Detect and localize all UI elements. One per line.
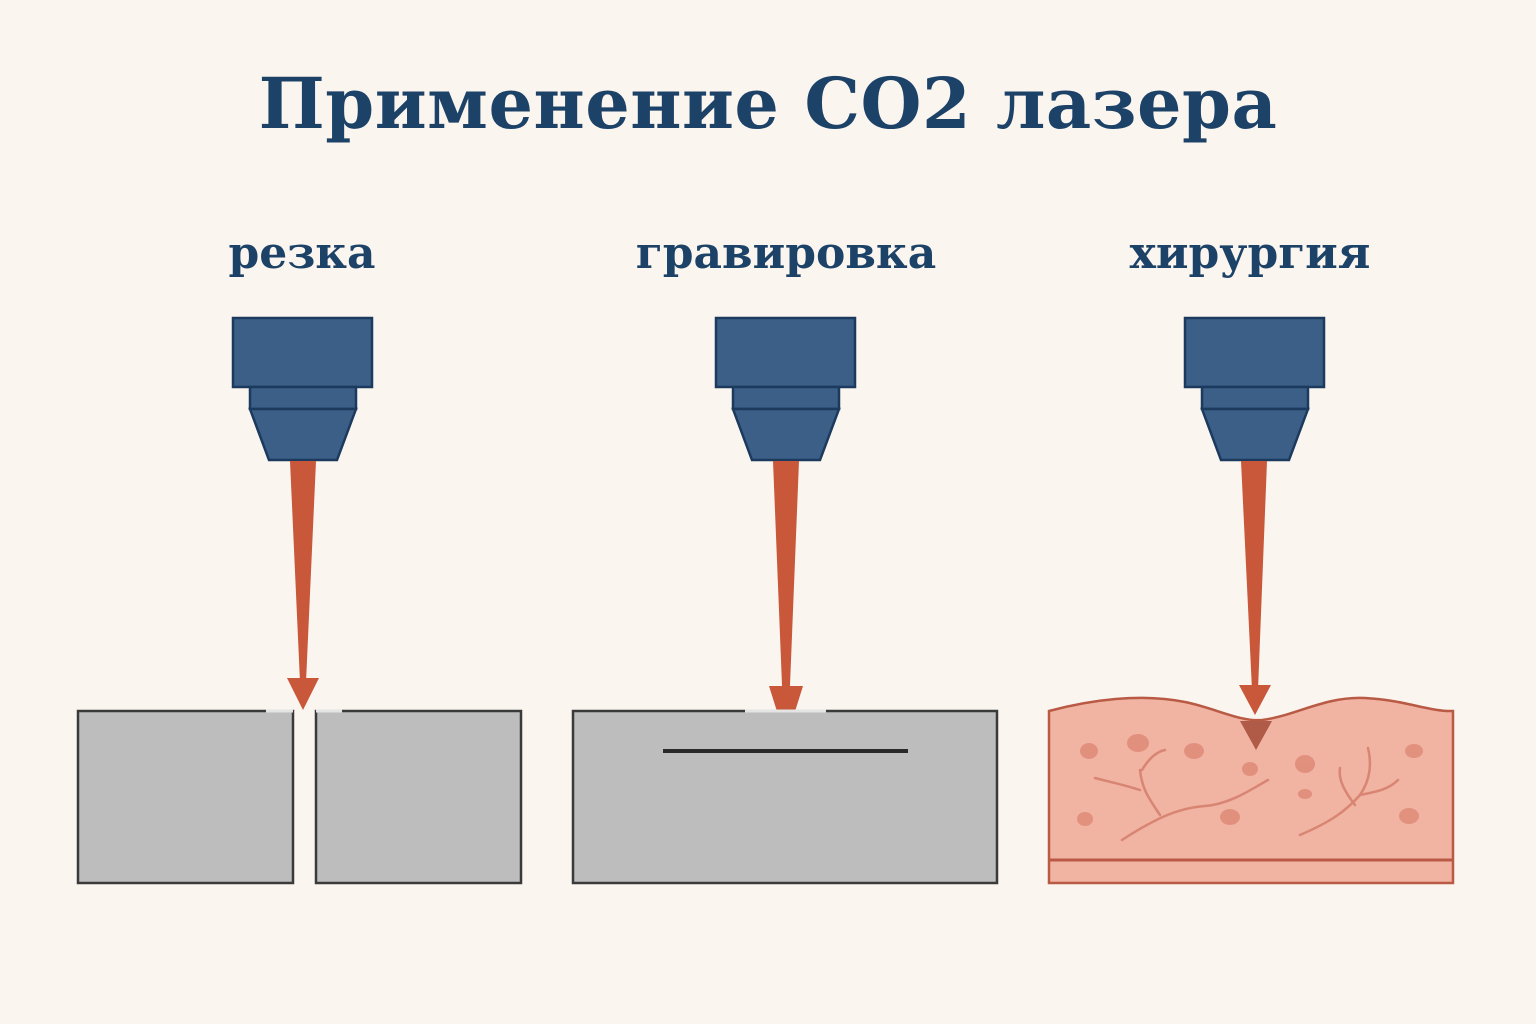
laser-head-engraving [714, 316, 857, 462]
panel-cut [76, 316, 523, 885]
tissue-cells [1077, 734, 1423, 826]
beam-arrowhead-surgery [1239, 685, 1271, 715]
laser-head-surgery [1183, 316, 1326, 462]
laser-beam-surgery [1241, 461, 1267, 690]
incision-mark [1240, 721, 1272, 750]
laser-head-cut [231, 316, 374, 462]
panel-engraving [571, 316, 999, 885]
material-block-right [314, 709, 523, 885]
panel-surgery [1047, 316, 1455, 885]
page-title: Применение CO2 лазера [258, 62, 1278, 145]
material-block-engraving [571, 709, 999, 885]
laser-beam-engraving [773, 461, 799, 710]
laser-beam-cut [290, 461, 316, 682]
tissue-vessels [1093, 746, 1400, 842]
panel-label-cut: резка [228, 228, 376, 279]
material-block-left [76, 709, 295, 885]
beam-arrowhead-cut [287, 678, 319, 710]
panel-label-engraving: гравировка [635, 228, 937, 279]
panel-label-surgery: хирургия [1129, 228, 1371, 279]
